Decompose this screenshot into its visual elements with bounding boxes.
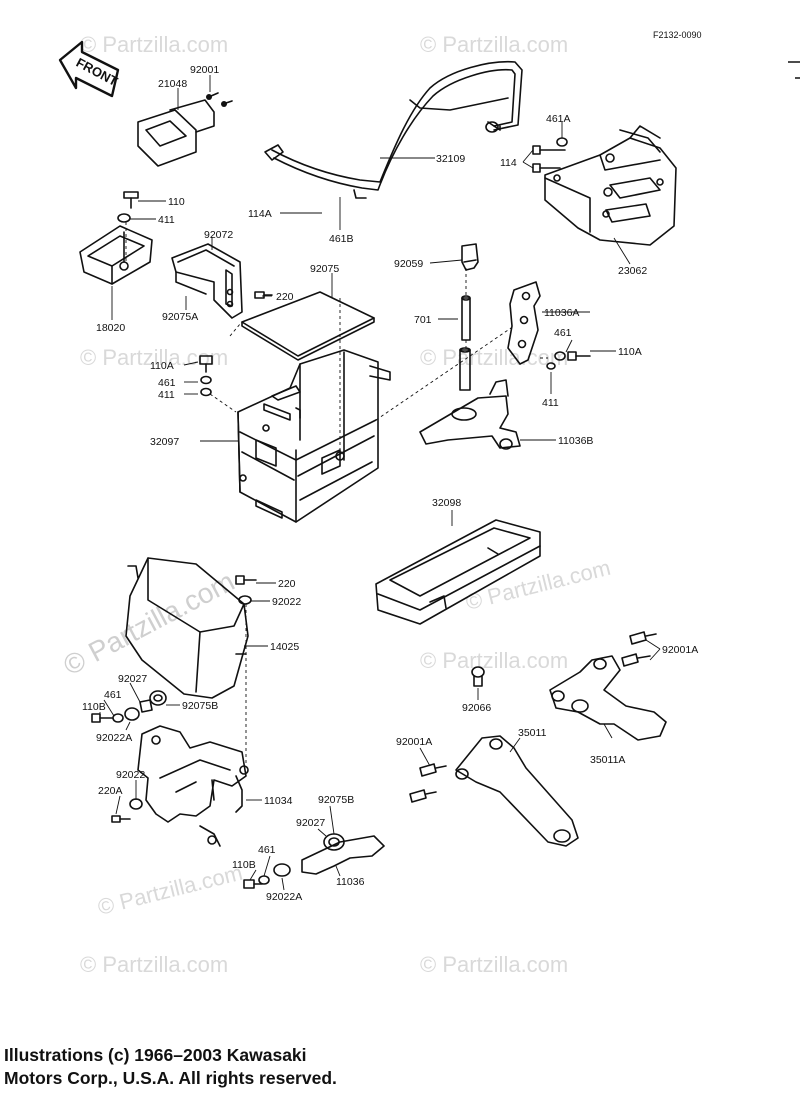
- part-label: 110A: [150, 360, 174, 372]
- part-label: 92066: [462, 702, 491, 714]
- figure-code: F2132-0090: [653, 30, 702, 40]
- part-label: 411: [158, 389, 175, 401]
- bracket-11034-icon: [137, 725, 249, 847]
- part-label: 92001A: [396, 736, 432, 748]
- part-label: 114A: [248, 208, 272, 220]
- watermark-text: © Partzilla.com: [95, 860, 245, 920]
- bracket-plate-21048-icon: [137, 92, 233, 167]
- part-label: 92075B: [318, 794, 354, 806]
- part-label: 11036B: [558, 435, 593, 447]
- bolt-110A-icon: [199, 355, 213, 397]
- cap-92059-icon: [461, 243, 479, 271]
- watermark-text: © Partzilla.com: [58, 565, 239, 681]
- part-label: 32109: [436, 153, 465, 165]
- copyright-line-1: Illustrations (c) 1966–2003 Kawasaki: [4, 1045, 307, 1065]
- part-label: 23062: [618, 265, 647, 277]
- part-label: 32098: [432, 497, 461, 509]
- part-label: 411: [542, 397, 559, 409]
- pin-701-icon: [459, 295, 471, 391]
- part-label: 110B: [232, 859, 256, 871]
- part-label: 18020: [96, 322, 125, 334]
- dashed-alignment-lines: [125, 196, 548, 766]
- part-label: 32097: [150, 436, 179, 448]
- part-label: 92022: [116, 769, 145, 781]
- part-label: 220A: [98, 785, 123, 797]
- tray-32098-icon: [375, 519, 541, 625]
- part-label: 110B: [82, 701, 106, 713]
- grommet-92066-icon: [471, 666, 485, 687]
- part-label: 461: [104, 689, 122, 701]
- copyright-line-2: Motors Corp., U.S.A. All rights reserved…: [4, 1068, 337, 1088]
- part-labels: 92001 21048 32109 461A 114 23062 110 411…: [82, 64, 698, 903]
- watermark-text: © Partzilla.com: [420, 648, 568, 673]
- grab-rail-32109-icon: [264, 60, 523, 199]
- part-label: 92022A: [266, 891, 302, 903]
- watermark-text: © Partzilla.com: [420, 952, 568, 977]
- part-label: 461: [554, 327, 572, 339]
- screw-110-icon: [117, 191, 139, 223]
- tail-lamp-18020-icon: [79, 225, 153, 285]
- footrest-bracket-35011-icon: [409, 735, 579, 847]
- watermark-text: © Partzilla.com: [463, 555, 613, 615]
- part-label: 35011A: [590, 754, 625, 766]
- part-label: 14025: [270, 641, 299, 653]
- watermark-text: © Partzilla.com: [420, 32, 568, 57]
- part-label: 461A: [546, 113, 571, 125]
- watermark-text: © Partzilla.com: [80, 345, 228, 370]
- part-label: 92075B: [182, 700, 218, 712]
- front-arrow-icon: FRONT: [58, 40, 120, 98]
- part-label: 11036: [336, 876, 365, 888]
- watermark-layer: © Partzilla.com © Partzilla.com © Partzi…: [58, 32, 613, 977]
- part-label: 92022: [272, 596, 301, 608]
- part-label: 92075: [310, 263, 339, 275]
- bolt-114-icon: [532, 137, 568, 173]
- part-label: 110: [168, 196, 185, 208]
- battery-case-32097-icon: [237, 349, 391, 523]
- part-label: 92001: [190, 64, 219, 76]
- watermark-text: © Partzilla.com: [80, 952, 228, 977]
- part-label: 411: [158, 214, 175, 226]
- part-label: 92072: [204, 229, 233, 241]
- part-label: 35011: [518, 727, 547, 739]
- cover-14025-icon: [125, 557, 249, 699]
- part-label: 461: [158, 377, 176, 389]
- part-label: 11034: [264, 795, 293, 807]
- part-label: 92059: [394, 258, 423, 270]
- bracket-11036B-icon: [419, 379, 521, 450]
- part-label: 92027: [118, 673, 147, 685]
- part-label: 220: [276, 291, 294, 303]
- part-label: 114: [500, 157, 517, 169]
- bracket-11036A-icon: [507, 281, 541, 365]
- pad-92075-icon: [241, 291, 375, 361]
- bolt-110A-right-icon: [546, 351, 591, 370]
- copyright-notice: Illustrations (c) 1966–2003 Kawasaki Mot…: [4, 1044, 337, 1090]
- watermark-text: © Partzilla.com: [80, 32, 228, 57]
- part-label: 461B: [329, 233, 354, 245]
- part-label: 92022A: [96, 732, 132, 744]
- watermark-text: © Partzilla.com: [420, 345, 568, 370]
- part-label: 110A: [618, 346, 642, 358]
- footrest-bracket-35011A-icon: [549, 631, 667, 741]
- part-label: 11036A: [544, 307, 579, 319]
- leader-lines: [99, 75, 661, 891]
- part-label: 701: [414, 314, 432, 326]
- holder-92072-icon: [171, 243, 243, 319]
- part-label: 92001A: [662, 644, 698, 656]
- part-label: 461: [258, 844, 276, 856]
- part-label: 92027: [296, 817, 325, 829]
- part-label: 220: [278, 578, 296, 590]
- tail-bracket-23062-icon: [544, 125, 677, 246]
- part-label: 92075A: [162, 311, 198, 323]
- part-label: 21048: [158, 78, 187, 90]
- screw-220-icon: [254, 291, 273, 299]
